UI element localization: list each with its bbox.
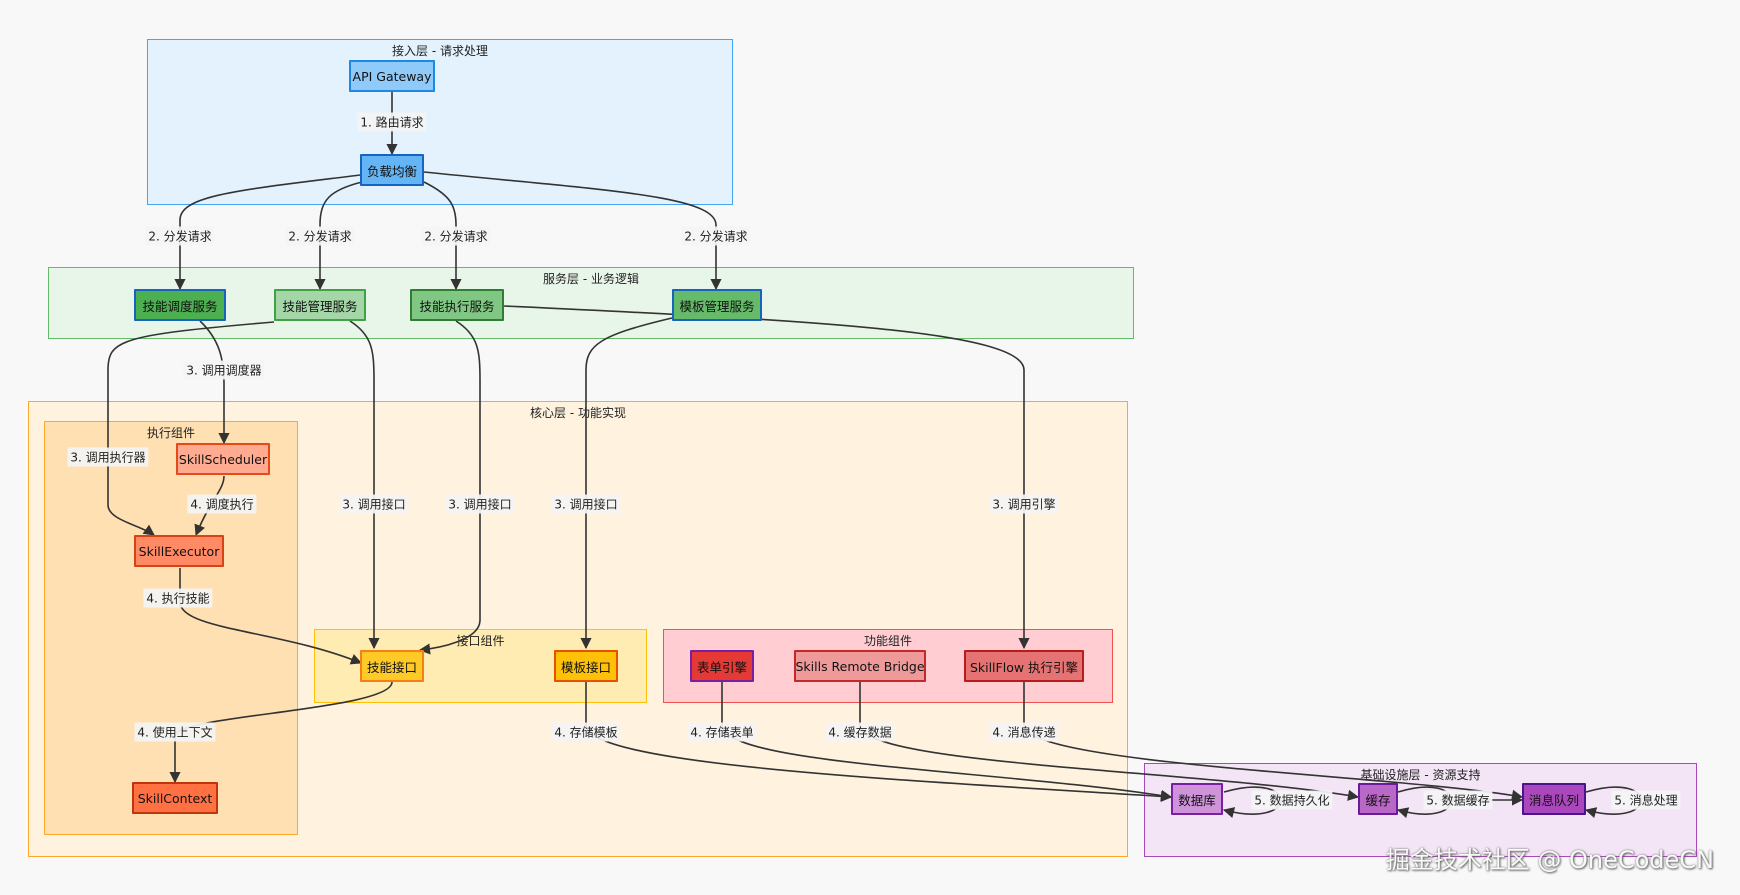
form-engine-node[interactable]: 表单引擎 [690,650,754,682]
edge-call-iface-1 [349,320,380,650]
exec-group: 执行组件 [44,421,298,835]
access-layer: 接入层 - 请求处理 [147,39,733,205]
edge-label-dispatch-3: 2. 分发请求 [421,226,491,246]
edge-dispatch-3 [423,181,462,291]
edge-call-engine [503,305,1030,650]
edge-dispatch-1 [174,174,361,291]
edge-call-scheduler [199,320,230,445]
edge-msg-deliver [1023,682,1524,801]
skill-exec-service-node[interactable]: 技能执行服务 [410,289,504,321]
function-group-title: 功能组件 [863,634,912,648]
load-balancer-node[interactable]: 负载均衡 [360,154,424,186]
message-queue-node[interactable]: 消息队列 [1522,783,1586,815]
template-interface-node[interactable]: 模板接口 [554,650,618,682]
api-gateway-node[interactable]: API Gateway [349,60,435,92]
edge-label-call-engine: 3. 调用引擎 [989,494,1059,514]
cache-node[interactable]: 缓存 [1358,783,1398,815]
edge-dispatch-2 [314,181,363,291]
template-manage-service-node[interactable]: 模板管理服务 [672,289,762,321]
edge-exec-skill [179,568,363,665]
edge-label-call-iface-2: 3. 调用接口 [445,494,515,514]
skill-executor-node[interactable]: SkillExecutor [134,535,224,567]
edge-label-schedule-exec: 4. 调度执行 [187,494,257,514]
edge-dispatch-4 [423,171,722,291]
service-layer-title: 服务层 - 业务逻辑 [543,272,639,286]
edge-cache-data [859,682,1360,801]
skill-manage-service-node[interactable]: 技能管理服务 [274,289,366,321]
infra-layer-title: 基础设施层 - 资源支持 [1360,768,1481,782]
skillflow-engine-node[interactable]: SkillFlow 执行引擎 [964,650,1084,682]
edge-label-dispatch-4: 2. 分发请求 [681,226,751,246]
edge-label-cache-data: 4. 缓存数据 [825,722,895,742]
exec-group-title: 执行组件 [146,426,195,440]
edge-label-dispatch-1: 2. 分发请求 [145,226,215,246]
skill-context-node[interactable]: SkillContext [132,782,218,814]
edge-label-persist: 5. 数据持久化 [1251,790,1333,810]
service-layer: 服务层 - 业务逻辑 [48,267,1134,339]
skill-schedule-service-node[interactable]: 技能调度服务 [134,289,226,321]
edge-store-form [721,682,1173,801]
edge-label-store-form: 4. 存储表单 [687,722,757,742]
core-layer-title: 核心层 - 功能实现 [530,406,626,420]
edge-label-data-cache: 5. 数据缓存 [1423,790,1493,810]
skill-scheduler-node[interactable]: SkillScheduler [176,443,270,475]
edge-label-msg-process: 5. 消息处理 [1611,790,1681,810]
access-layer-title: 接入层 - 请求处理 [392,44,488,58]
edge-call-iface-2 [418,320,481,655]
edge-label-call-scheduler: 3. 调用调度器 [183,360,265,380]
edge-label-msg-deliver: 4. 消息传递 [989,722,1059,742]
edge-label-store-template: 4. 存储模板 [551,722,621,742]
infra-layer: 基础设施层 - 资源支持 [1144,763,1697,857]
interface-group-title: 接口组件 [456,634,505,648]
edge-label-route: 1. 路由请求 [357,112,427,132]
database-node[interactable]: 数据库 [1171,783,1223,815]
edge-label-call-iface-3: 3. 调用接口 [551,494,621,514]
remote-bridge-node[interactable]: Skills Remote Bridge [794,650,926,682]
edge-call-executor [107,321,275,536]
edge-label-call-iface-1: 3. 调用接口 [339,494,409,514]
skill-interface-node[interactable]: 技能接口 [360,650,424,682]
edge-label-use-context: 4. 使用上下文 [134,722,216,742]
edge-call-iface-3 [580,317,673,650]
edge-label-exec-skill: 4. 执行技能 [143,588,213,608]
watermark: 掘金技术社区 @ OneCodeCN [1385,846,1714,874]
edge-label-dispatch-2: 2. 分发请求 [285,226,355,246]
edge-label-call-executor: 3. 调用执行器 [67,447,149,467]
